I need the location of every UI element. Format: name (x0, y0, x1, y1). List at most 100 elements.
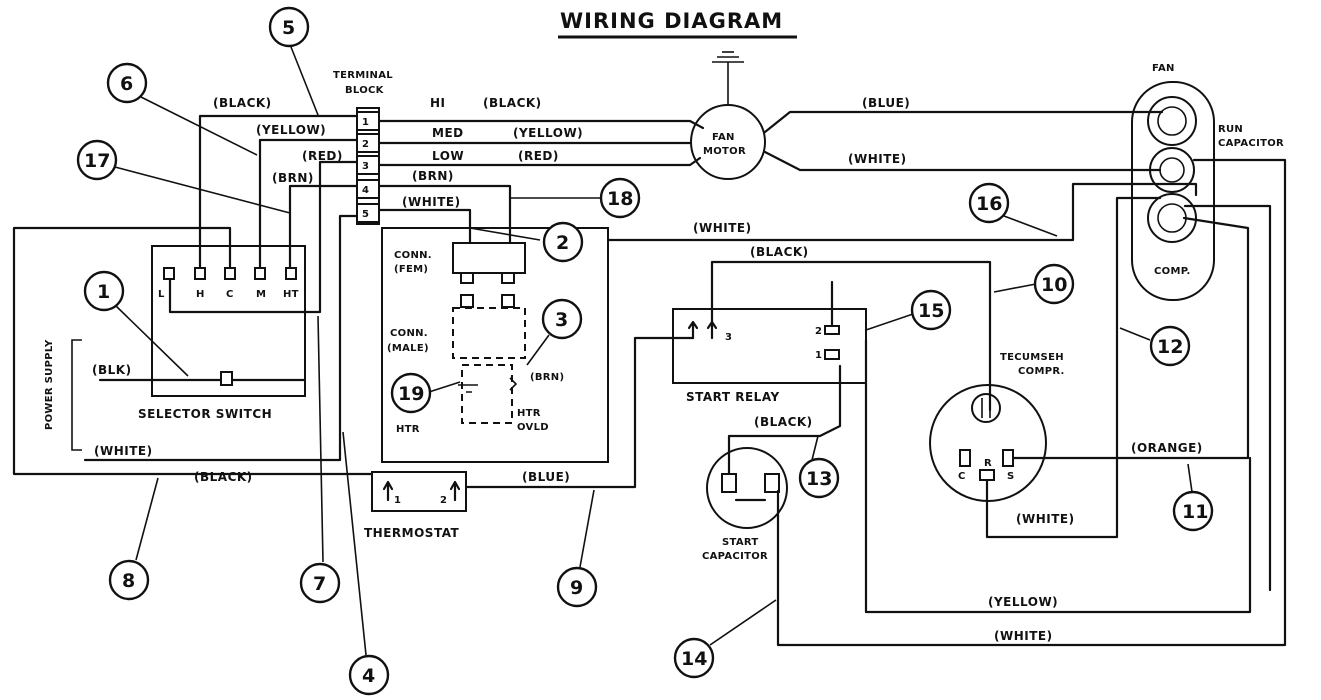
terminal-block: TERMINAL BLOCK 1 2 3 4 5 (333, 70, 393, 225)
wire-label-blk-switch: (BLK) (92, 363, 132, 377)
wire-label-white-left: (WHITE) (94, 444, 153, 458)
svg-text:15: 15 (918, 300, 944, 322)
htr-ovld-label-line2: OVLD (517, 422, 549, 433)
selector-terminal-m: M (256, 289, 266, 300)
svg-text:14: 14 (681, 648, 707, 670)
wire-label-white-long: (WHITE) (693, 221, 752, 235)
wire-label-white-mid: (WHITE) (402, 195, 461, 209)
svg-text:2: 2 (362, 139, 369, 150)
svg-text:17: 17 (84, 150, 110, 172)
callout-6: 6 (106, 62, 258, 156)
heater-assembly: CONN. (FEM) CONN. (MALE) HTR HTR OVLD (B… (381, 227, 609, 463)
wire-label-black-bottom: (BLACK) (194, 470, 253, 484)
wire-label-yellow-bottom: (YELLOW) (988, 595, 1058, 609)
start-relay-label: START RELAY (686, 390, 780, 404)
svg-text:3: 3 (362, 161, 369, 172)
callout-15: 15 (865, 289, 952, 331)
svg-text:2: 2 (556, 232, 569, 254)
speed-low-label: LOW (432, 149, 464, 163)
callout-8: 8 (108, 477, 159, 601)
callout-14: 14 (673, 599, 777, 679)
wire-label-white-fan: (WHITE) (848, 152, 907, 166)
callout-16: 16 (968, 182, 1058, 237)
svg-text:13: 13 (806, 468, 832, 490)
start-relay-terminal-2: 2 (815, 326, 822, 337)
tecumseh-label-line1: TECUMSEH (1000, 352, 1064, 363)
callout-4: 4 (342, 431, 390, 696)
run-capacitor-label-line2: CAPACITOR (1218, 138, 1284, 149)
speed-med-label: MED (432, 126, 464, 140)
fan-motor-label-line1: FAN (712, 132, 735, 143)
callout-3: 3 (526, 298, 583, 366)
svg-text:3: 3 (555, 309, 568, 331)
tecumseh-label-line2: COMPR. (1018, 366, 1065, 377)
wire-label-yellow-left: (YELLOW) (256, 123, 326, 137)
svg-text:4: 4 (362, 185, 369, 196)
terminal-block-label-line2: BLOCK (345, 85, 385, 96)
terminal-1: 1 (356, 111, 380, 131)
wire-label-orange: (ORANGE) (1131, 441, 1203, 455)
callout-10: 10 (993, 263, 1075, 305)
wire-label-blue-fan: (BLUE) (862, 96, 910, 110)
start-capacitor-label-line2: CAPACITOR (702, 551, 768, 562)
svg-text:1: 1 (362, 117, 369, 128)
svg-text:5: 5 (362, 209, 369, 220)
conn-male-label-line2: (MALE) (387, 343, 429, 354)
comp-label: COMP. (1154, 266, 1191, 277)
svg-text:4: 4 (362, 665, 375, 687)
fan-label: FAN (1152, 63, 1175, 74)
htr-ovld-label-line1: HTR (517, 408, 541, 419)
wire-label-blue-bottom: (BLUE) (522, 470, 570, 484)
fan-motor-label-line2: MOTOR (703, 146, 746, 157)
svg-text:18: 18 (607, 188, 633, 210)
selector-terminal-ht: HT (283, 289, 299, 300)
wire-label-black-hi: (BLACK) (483, 96, 542, 110)
terminal-4: 4 (356, 179, 380, 199)
svg-text:9: 9 (570, 577, 583, 599)
start-relay-terminal-3: 3 (725, 332, 732, 343)
terminal-3: 3 (356, 155, 380, 175)
power-supply-label: POWER SUPPLY (44, 339, 55, 430)
conn-fem-label-line1: CONN. (394, 250, 432, 261)
callout-13: 13 (798, 435, 840, 499)
start-capacitor: START CAPACITOR (702, 447, 788, 562)
thermostat-terminal-1: 1 (394, 495, 401, 506)
selector-terminal-h: H (196, 289, 205, 300)
wire-label-brn-mid: (BRN) (412, 169, 454, 183)
wire-label-brn-left: (BRN) (272, 171, 314, 185)
callout-18: 18 (510, 177, 641, 219)
svg-text:6: 6 (120, 73, 133, 95)
thermostat-label: THERMOSTAT (364, 526, 460, 540)
wire-label-brn-htr: (BRN) (530, 372, 564, 383)
wire-label-black-cap: (BLACK) (754, 415, 813, 429)
wire-label-black-relay: (BLACK) (750, 245, 809, 259)
start-relay: 3 2 1 START RELAY (672, 308, 867, 404)
terminal-5: 5 (356, 203, 380, 223)
svg-text:8: 8 (122, 570, 135, 592)
start-capacitor-label-line1: START (722, 537, 759, 548)
terminal-block-label-line1: TERMINAL (333, 70, 393, 81)
wire-label-red-low: (RED) (518, 149, 559, 163)
callout-19: 19 (390, 372, 461, 414)
compressor-terminal-c: C (958, 471, 966, 482)
wire-label-white-comp: (WHITE) (1016, 512, 1075, 526)
svg-text:16: 16 (976, 193, 1002, 215)
callout-12: 12 (1119, 325, 1191, 367)
fan-capacitor-column: FAN RUN CAPACITOR COMP. (1131, 63, 1284, 301)
callout-7: 7 (299, 315, 341, 604)
svg-text:5: 5 (282, 17, 295, 39)
svg-text:19: 19 (398, 383, 424, 405)
callout-1: 1 (83, 270, 189, 377)
wire-label-white-bottom: (WHITE) (994, 629, 1053, 643)
thermostat-terminal-2: 2 (440, 495, 447, 506)
htr-label: HTR (396, 424, 420, 435)
callout-2: 2 (469, 221, 584, 263)
wire-label-yellow-med: (YELLOW) (513, 126, 583, 140)
callout-5: 5 (268, 6, 319, 116)
thermostat: 1 2 THERMOSTAT (364, 471, 467, 540)
compressor-terminal-s: S (1007, 471, 1015, 482)
compressor-terminal-r: R (984, 458, 992, 469)
svg-text:1: 1 (97, 281, 110, 303)
callout-17: 17 (76, 139, 291, 214)
fan-motor: FAN MOTOR (690, 51, 766, 180)
